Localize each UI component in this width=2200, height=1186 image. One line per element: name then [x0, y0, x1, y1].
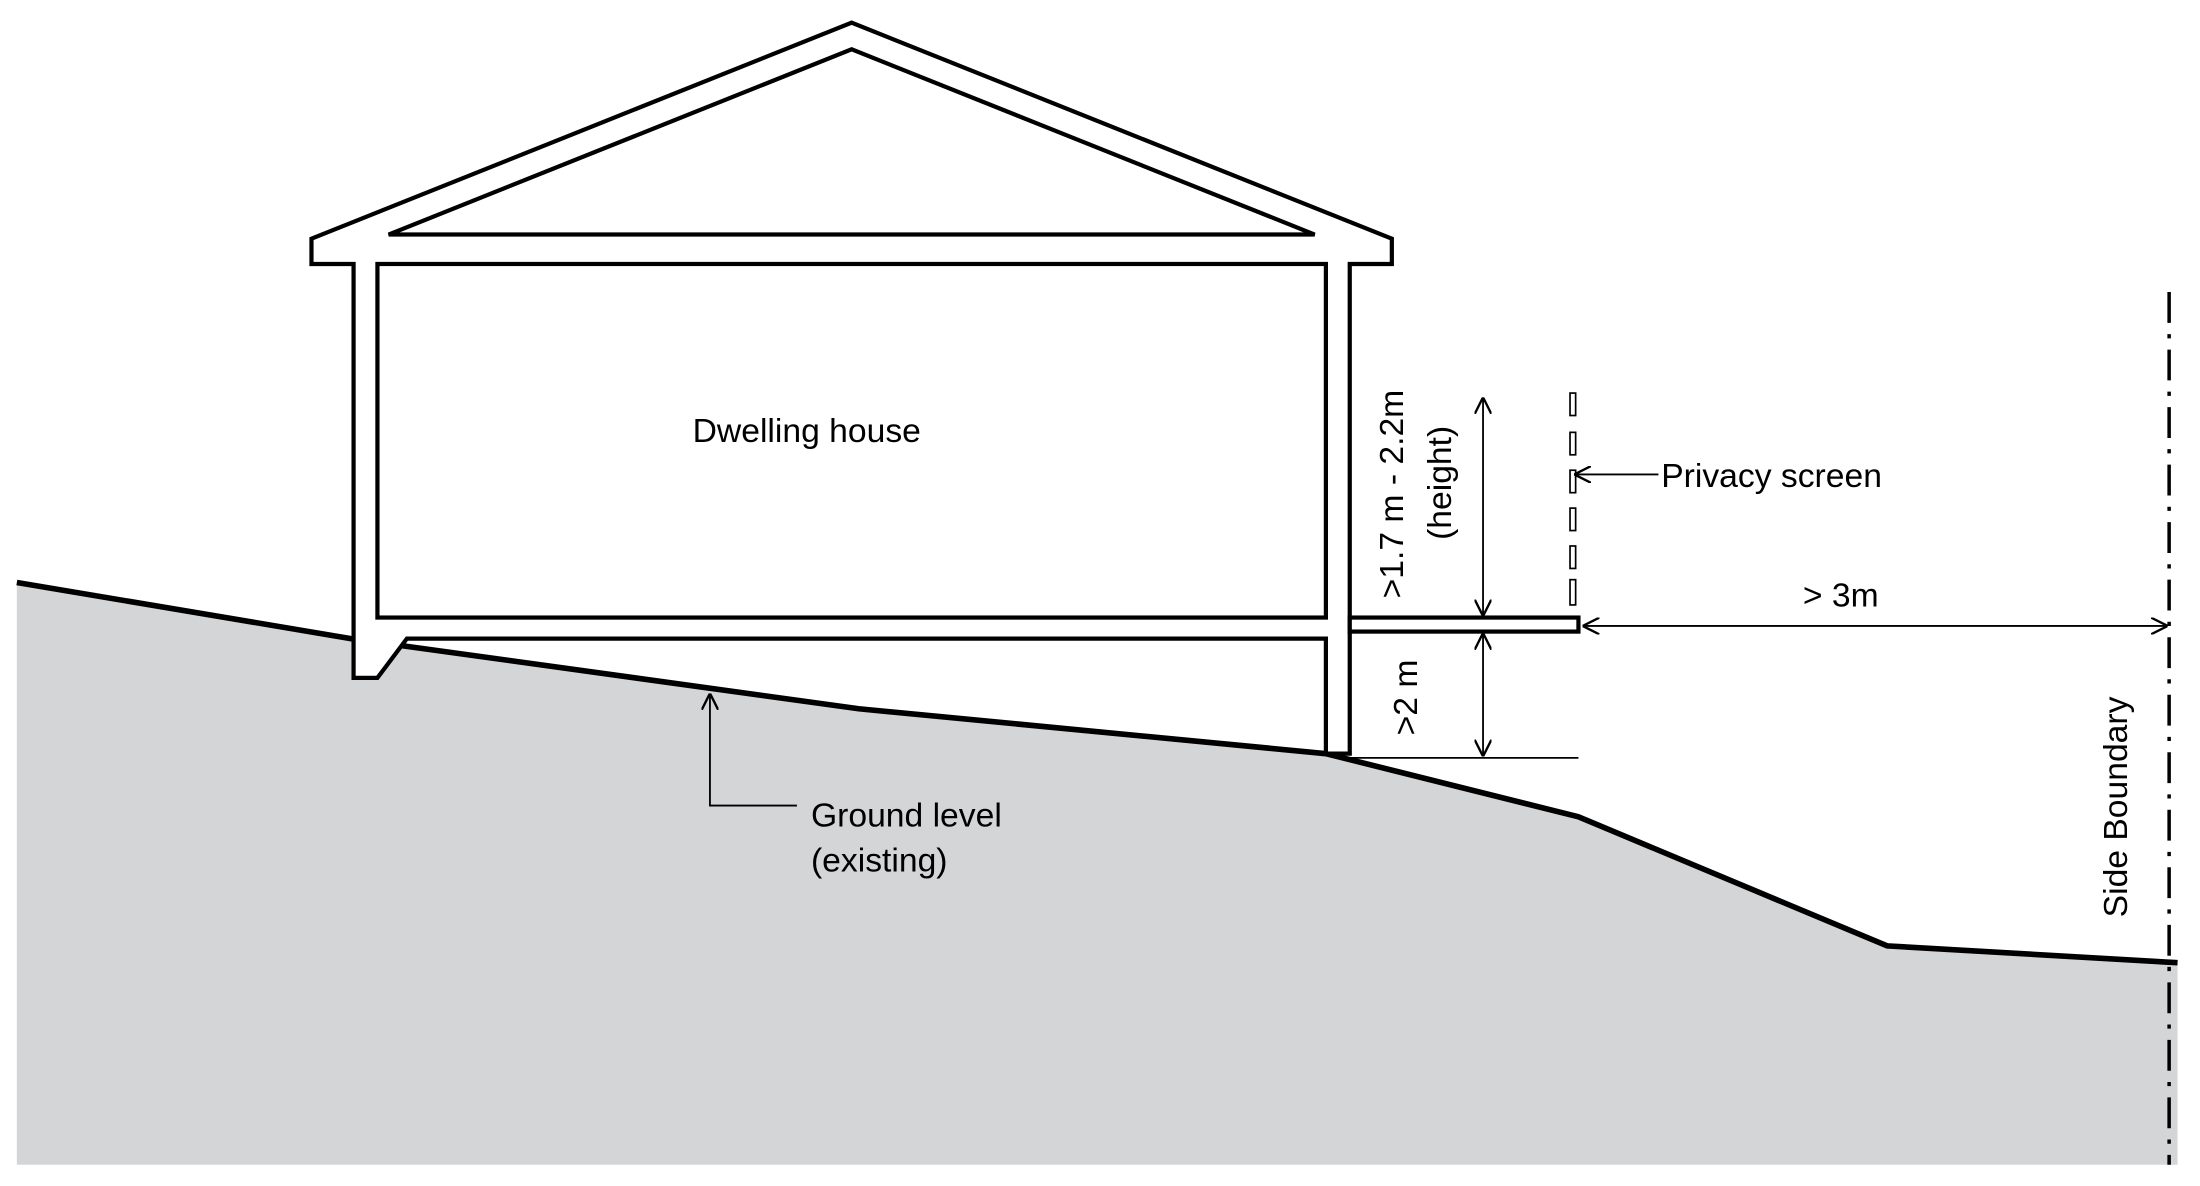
ground-level-note: (existing) — [811, 843, 948, 880]
dimensions — [710, 292, 2171, 1165]
ground-fill — [16, 582, 2178, 1165]
room — [375, 261, 1328, 620]
ground-level-label: Ground level — [811, 798, 1002, 835]
height-range-label: >1.7 m - 2.2m — [1374, 390, 1411, 599]
house — [309, 20, 1581, 756]
deck — [1347, 615, 1581, 634]
deck-height-label: >2 m — [1388, 660, 1425, 736]
dwelling-label: Dwelling house — [693, 413, 921, 450]
side-boundary-label: Side Boundary — [2098, 696, 2135, 917]
roof-inner — [387, 47, 1316, 237]
ground-level-leader — [710, 693, 797, 807]
privacy-screen — [1569, 392, 1577, 606]
boundary-distance-label: > 3m — [1803, 577, 1879, 614]
privacy-screen-label: Privacy screen — [1661, 458, 1882, 495]
height-note-label: (height) — [1422, 426, 1459, 540]
